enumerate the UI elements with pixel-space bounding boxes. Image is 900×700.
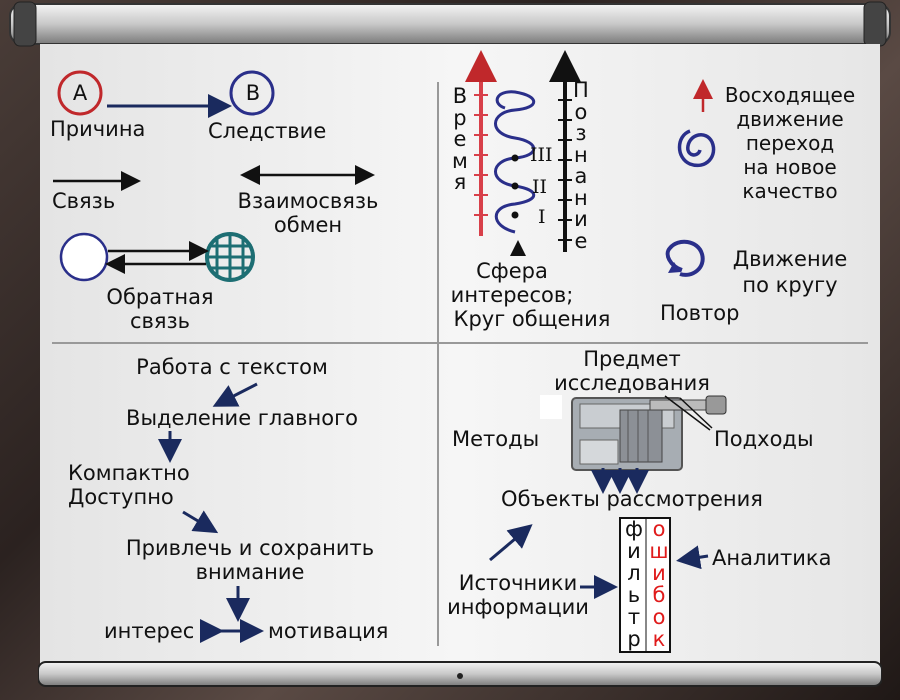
ascending-spiral-icon: [677, 129, 716, 168]
music-box-mechanism-icon: [540, 395, 727, 471]
accessible-label: Доступно: [68, 485, 174, 509]
sphere-label: Сфера: [476, 259, 548, 283]
cause-letter: A: [72, 81, 88, 105]
level-1: I: [538, 206, 546, 228]
exchange-label: обмен: [273, 213, 343, 237]
feedback-circle-left: [59, 232, 109, 282]
approaches-label: Подходы: [714, 427, 814, 451]
feedback-label: Обратная: [106, 285, 214, 309]
compact-label: Компактно: [68, 461, 190, 485]
compact-to-attract-arrow: [182, 510, 219, 534]
attention-label: внимание: [195, 560, 305, 584]
circle-move-icon: [665, 239, 705, 277]
new-label: на новое: [743, 155, 837, 179]
cause-label: Причина: [50, 117, 146, 141]
interests-label: интересов;: [450, 283, 574, 307]
sources-label: Источники: [458, 571, 578, 595]
bottom-roller: [38, 661, 882, 687]
feedback-label-2: связь: [129, 309, 191, 333]
transition-label: переход: [745, 131, 835, 155]
analytics-arrow: [676, 545, 709, 570]
analytics-label: Аналитика: [712, 546, 832, 570]
ascending-label: Восходящее: [724, 83, 856, 107]
level-3: III: [530, 144, 553, 166]
work-to-main-arrow: [212, 382, 258, 407]
filter-box: [619, 517, 671, 653]
effect-circle: [229, 70, 275, 116]
objects-label: Объекты рассмотрения: [501, 487, 763, 511]
top-roller: [9, 1, 891, 47]
time-ticks: [474, 94, 488, 216]
approach-connector: [679, 397, 713, 429]
motivation-label: мотивация: [268, 619, 389, 643]
methods-label: Методы: [452, 427, 540, 451]
circle-of-contact-label: Круг общения: [453, 307, 611, 331]
circle-move-label: Движение: [732, 247, 848, 271]
interrelation-label: Взаимосвязь: [237, 189, 379, 213]
work-with-text: Работа с текстом: [136, 355, 328, 379]
attract-label: Привлечь и сохранить: [125, 536, 375, 560]
highlight-main: Выделение главного: [126, 406, 358, 430]
level-2: II: [532, 176, 548, 198]
effect-label: Следствие: [208, 119, 327, 143]
quality-label: качество: [742, 179, 838, 203]
interest-label: интерес: [104, 619, 195, 643]
spiral-coil: [494, 90, 536, 234]
movement-label: движение: [736, 107, 844, 131]
cognition-ticks: [558, 79, 572, 241]
repeat-label: Повтор: [660, 301, 740, 325]
information-label: информации: [447, 595, 589, 619]
whiteboard: [40, 44, 880, 664]
subject-connector: [664, 395, 711, 431]
research-label: исследования: [554, 371, 710, 395]
feedback-grid-circle: [205, 232, 255, 282]
subject-label: Предмет: [583, 347, 681, 371]
effect-letter: B: [245, 81, 261, 105]
cause-circle: [57, 70, 103, 116]
sources-up-arrow: [489, 524, 533, 562]
around-circle-label: по кругу: [742, 273, 838, 297]
link-label: Связь: [52, 189, 116, 213]
